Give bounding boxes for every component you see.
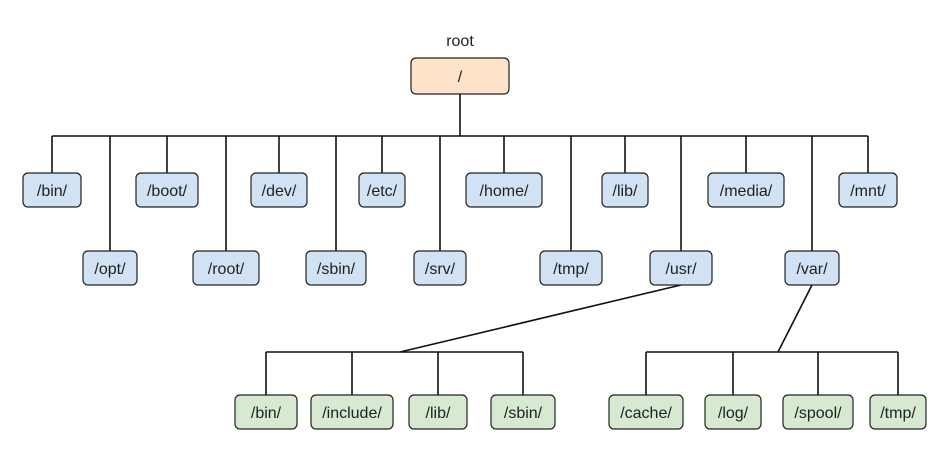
leaf-node-var-log: /log/	[704, 394, 762, 430]
leaf-node-var-spool-box	[782, 394, 854, 430]
leaf-node-usr-sbin-label: /sbin/	[504, 405, 543, 422]
dir-node-tmp-box	[539, 250, 603, 286]
dir-node-dev-box	[250, 172, 308, 208]
dir-node-root-label: /root/	[208, 261, 245, 278]
dir-node-home: /home/	[465, 172, 543, 208]
dir-node-root: /root/	[192, 250, 260, 286]
dir-node-mnt-box	[838, 172, 898, 208]
dir-node-etc: /etc/	[358, 172, 406, 208]
dir-node-usr: /usr/	[649, 250, 713, 286]
leaf-node-var-cache: /cache/	[608, 394, 684, 430]
leaf-node-var-cache-box	[608, 394, 684, 430]
leaf-node-var-tmp-label: /tmp/	[880, 405, 916, 422]
leaf-node-var-log-label: /log/	[718, 405, 749, 422]
dir-node-home-box	[465, 172, 543, 208]
leaf-node-usr-include-label: /include/	[322, 405, 382, 422]
dir-node-lib-box	[601, 172, 649, 208]
leaf-node-usr-lib-label: /lib/	[426, 405, 451, 422]
dir-node-boot: /boot/	[135, 172, 199, 208]
dir-node-opt-box	[82, 250, 138, 286]
tree-edges	[51, 94, 899, 395]
dir-node-lib-label: /lib/	[613, 183, 638, 200]
leaf-node-usr-sbin: /sbin/	[490, 394, 556, 430]
dir-node-bin-box	[22, 172, 82, 208]
root-caption: root	[446, 33, 474, 50]
dir-node-mnt-label: /mnt/	[850, 183, 886, 200]
edge-var-to-subbus	[777, 284, 813, 353]
leaf-node-usr-lib: /lib/	[408, 394, 468, 430]
leaf-node-usr-sbin-box	[490, 394, 556, 430]
leaf-node-usr-include-box	[310, 394, 394, 430]
leaf-node-usr-bin-label: /bin/	[251, 405, 282, 422]
dir-node-var-label: /var/	[796, 261, 828, 278]
leaf-node-usr-include: /include/	[310, 394, 394, 430]
tree-nodes: / /bin/ /opt/ /boot/ /root/ /dev/ /sbin/ /etc/ /…	[22, 57, 927, 430]
leaf-node-var-tmp: /tmp/	[869, 394, 927, 430]
dir-node-bin-label: /bin/	[37, 183, 68, 200]
dir-node-usr-box	[649, 250, 713, 286]
dir-node-boot-label: /boot/	[147, 183, 188, 200]
dir-node-sbin-label: /sbin/	[317, 261, 356, 278]
dir-node-tmp: /tmp/	[539, 250, 603, 286]
leaf-node-var-tmp-box	[869, 394, 927, 430]
leaf-node-var-cache-label: /cache/	[620, 405, 672, 422]
dir-node-media-box	[707, 172, 785, 208]
dir-node-media: /media/	[707, 172, 785, 208]
root-node-label: /	[458, 69, 463, 86]
dir-node-mnt: /mnt/	[838, 172, 898, 208]
dir-node-lib: /lib/	[601, 172, 649, 208]
dir-node-srv-box	[413, 250, 467, 286]
dir-node-home-label: /home/	[480, 183, 529, 200]
dir-node-bin: /bin/	[22, 172, 82, 208]
dir-node-var-box	[784, 250, 840, 286]
root-node-box	[410, 57, 510, 95]
leaf-node-usr-bin: /bin/	[234, 394, 298, 430]
dir-node-usr-label: /usr/	[665, 261, 697, 278]
dir-node-opt: /opt/	[82, 250, 138, 286]
leaf-node-usr-lib-box	[408, 394, 468, 430]
dir-node-sbin: /sbin/	[305, 250, 367, 286]
dir-node-var: /var/	[784, 250, 840, 286]
dir-node-dev: /dev/	[250, 172, 308, 208]
dir-node-dev-label: /dev/	[262, 183, 297, 200]
dir-node-srv: /srv/	[413, 250, 467, 286]
dir-node-sbin-box	[305, 250, 367, 286]
edge-usr-to-subbus	[399, 284, 682, 353]
leaf-node-var-spool: /spool/	[782, 394, 854, 430]
root-node: /	[410, 57, 510, 95]
dir-node-etc-box	[358, 172, 406, 208]
dir-node-etc-label: /etc/	[367, 183, 398, 200]
dir-node-root-box	[192, 250, 260, 286]
leaf-node-usr-bin-box	[234, 394, 298, 430]
dir-node-opt-label: /opt/	[94, 261, 126, 278]
dir-node-srv-label: /srv/	[425, 261, 456, 278]
leaf-node-var-log-box	[704, 394, 762, 430]
dir-node-boot-box	[135, 172, 199, 208]
leaf-node-var-spool-label: /spool/	[794, 405, 842, 422]
dir-node-media-label: /media/	[720, 183, 773, 200]
dir-node-tmp-label: /tmp/	[553, 261, 589, 278]
